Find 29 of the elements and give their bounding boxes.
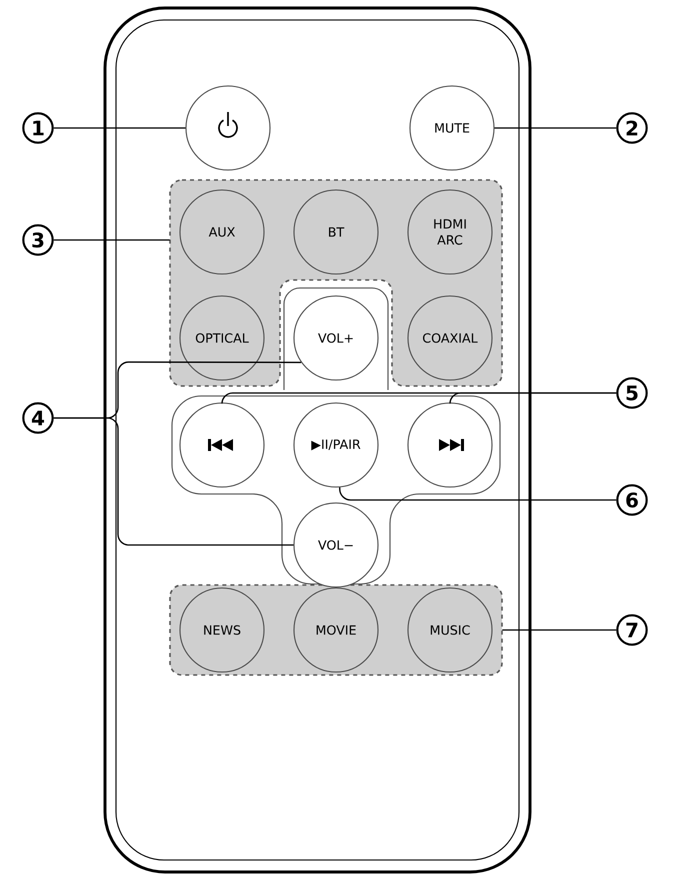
callout-number: 1	[22, 112, 54, 144]
skip-back-button	[179, 402, 265, 488]
button: ▶II/PAIR	[293, 402, 379, 488]
button: NEWS	[179, 587, 265, 673]
button: BT	[293, 189, 379, 275]
power-button	[185, 85, 271, 171]
button: HDMI ARC	[407, 189, 493, 275]
button: MUTE	[409, 85, 495, 171]
callout-number: 4	[22, 402, 54, 434]
skip-forward-button	[407, 402, 493, 488]
callout-number: 5	[616, 377, 648, 409]
button: OPTICAL	[179, 295, 265, 381]
callout-number: 6	[616, 484, 648, 516]
button: MOVIE	[293, 587, 379, 673]
button: COAXIAL	[407, 295, 493, 381]
leader-line	[54, 417, 294, 546]
callout-number: 7	[616, 614, 648, 646]
leader-line	[54, 239, 170, 241]
leader-line	[502, 629, 616, 631]
leader-line	[54, 127, 186, 129]
button: VOL+	[293, 295, 379, 381]
button: VOL−	[293, 502, 379, 588]
leader-line	[449, 392, 616, 404]
button: MUSIC	[407, 587, 493, 673]
button: AUX	[179, 189, 265, 275]
callout-number: 2	[616, 112, 648, 144]
leader-line	[494, 127, 616, 129]
leader-line	[339, 487, 616, 501]
callout-number: 3	[22, 224, 54, 256]
